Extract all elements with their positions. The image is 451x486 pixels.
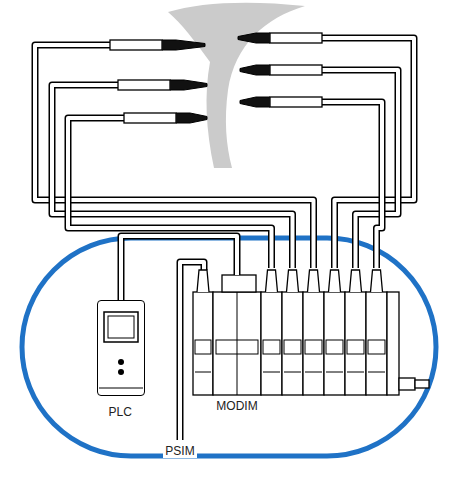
module-rack [193, 270, 429, 395]
part-label: PSIM [163, 444, 196, 458]
enclosure-outline [22, 238, 436, 456]
device-label: PLC [107, 405, 134, 419]
cable-connector [121, 236, 237, 300]
wing-shape [168, 3, 305, 168]
plc-device: PLC [97, 300, 145, 396]
device-label: MODIM [214, 399, 259, 413]
sensor-probes [110, 33, 322, 123]
modim-module: MODIM [213, 275, 261, 395]
plc-device [99, 312, 143, 388]
sensor-cables [35, 38, 414, 440]
